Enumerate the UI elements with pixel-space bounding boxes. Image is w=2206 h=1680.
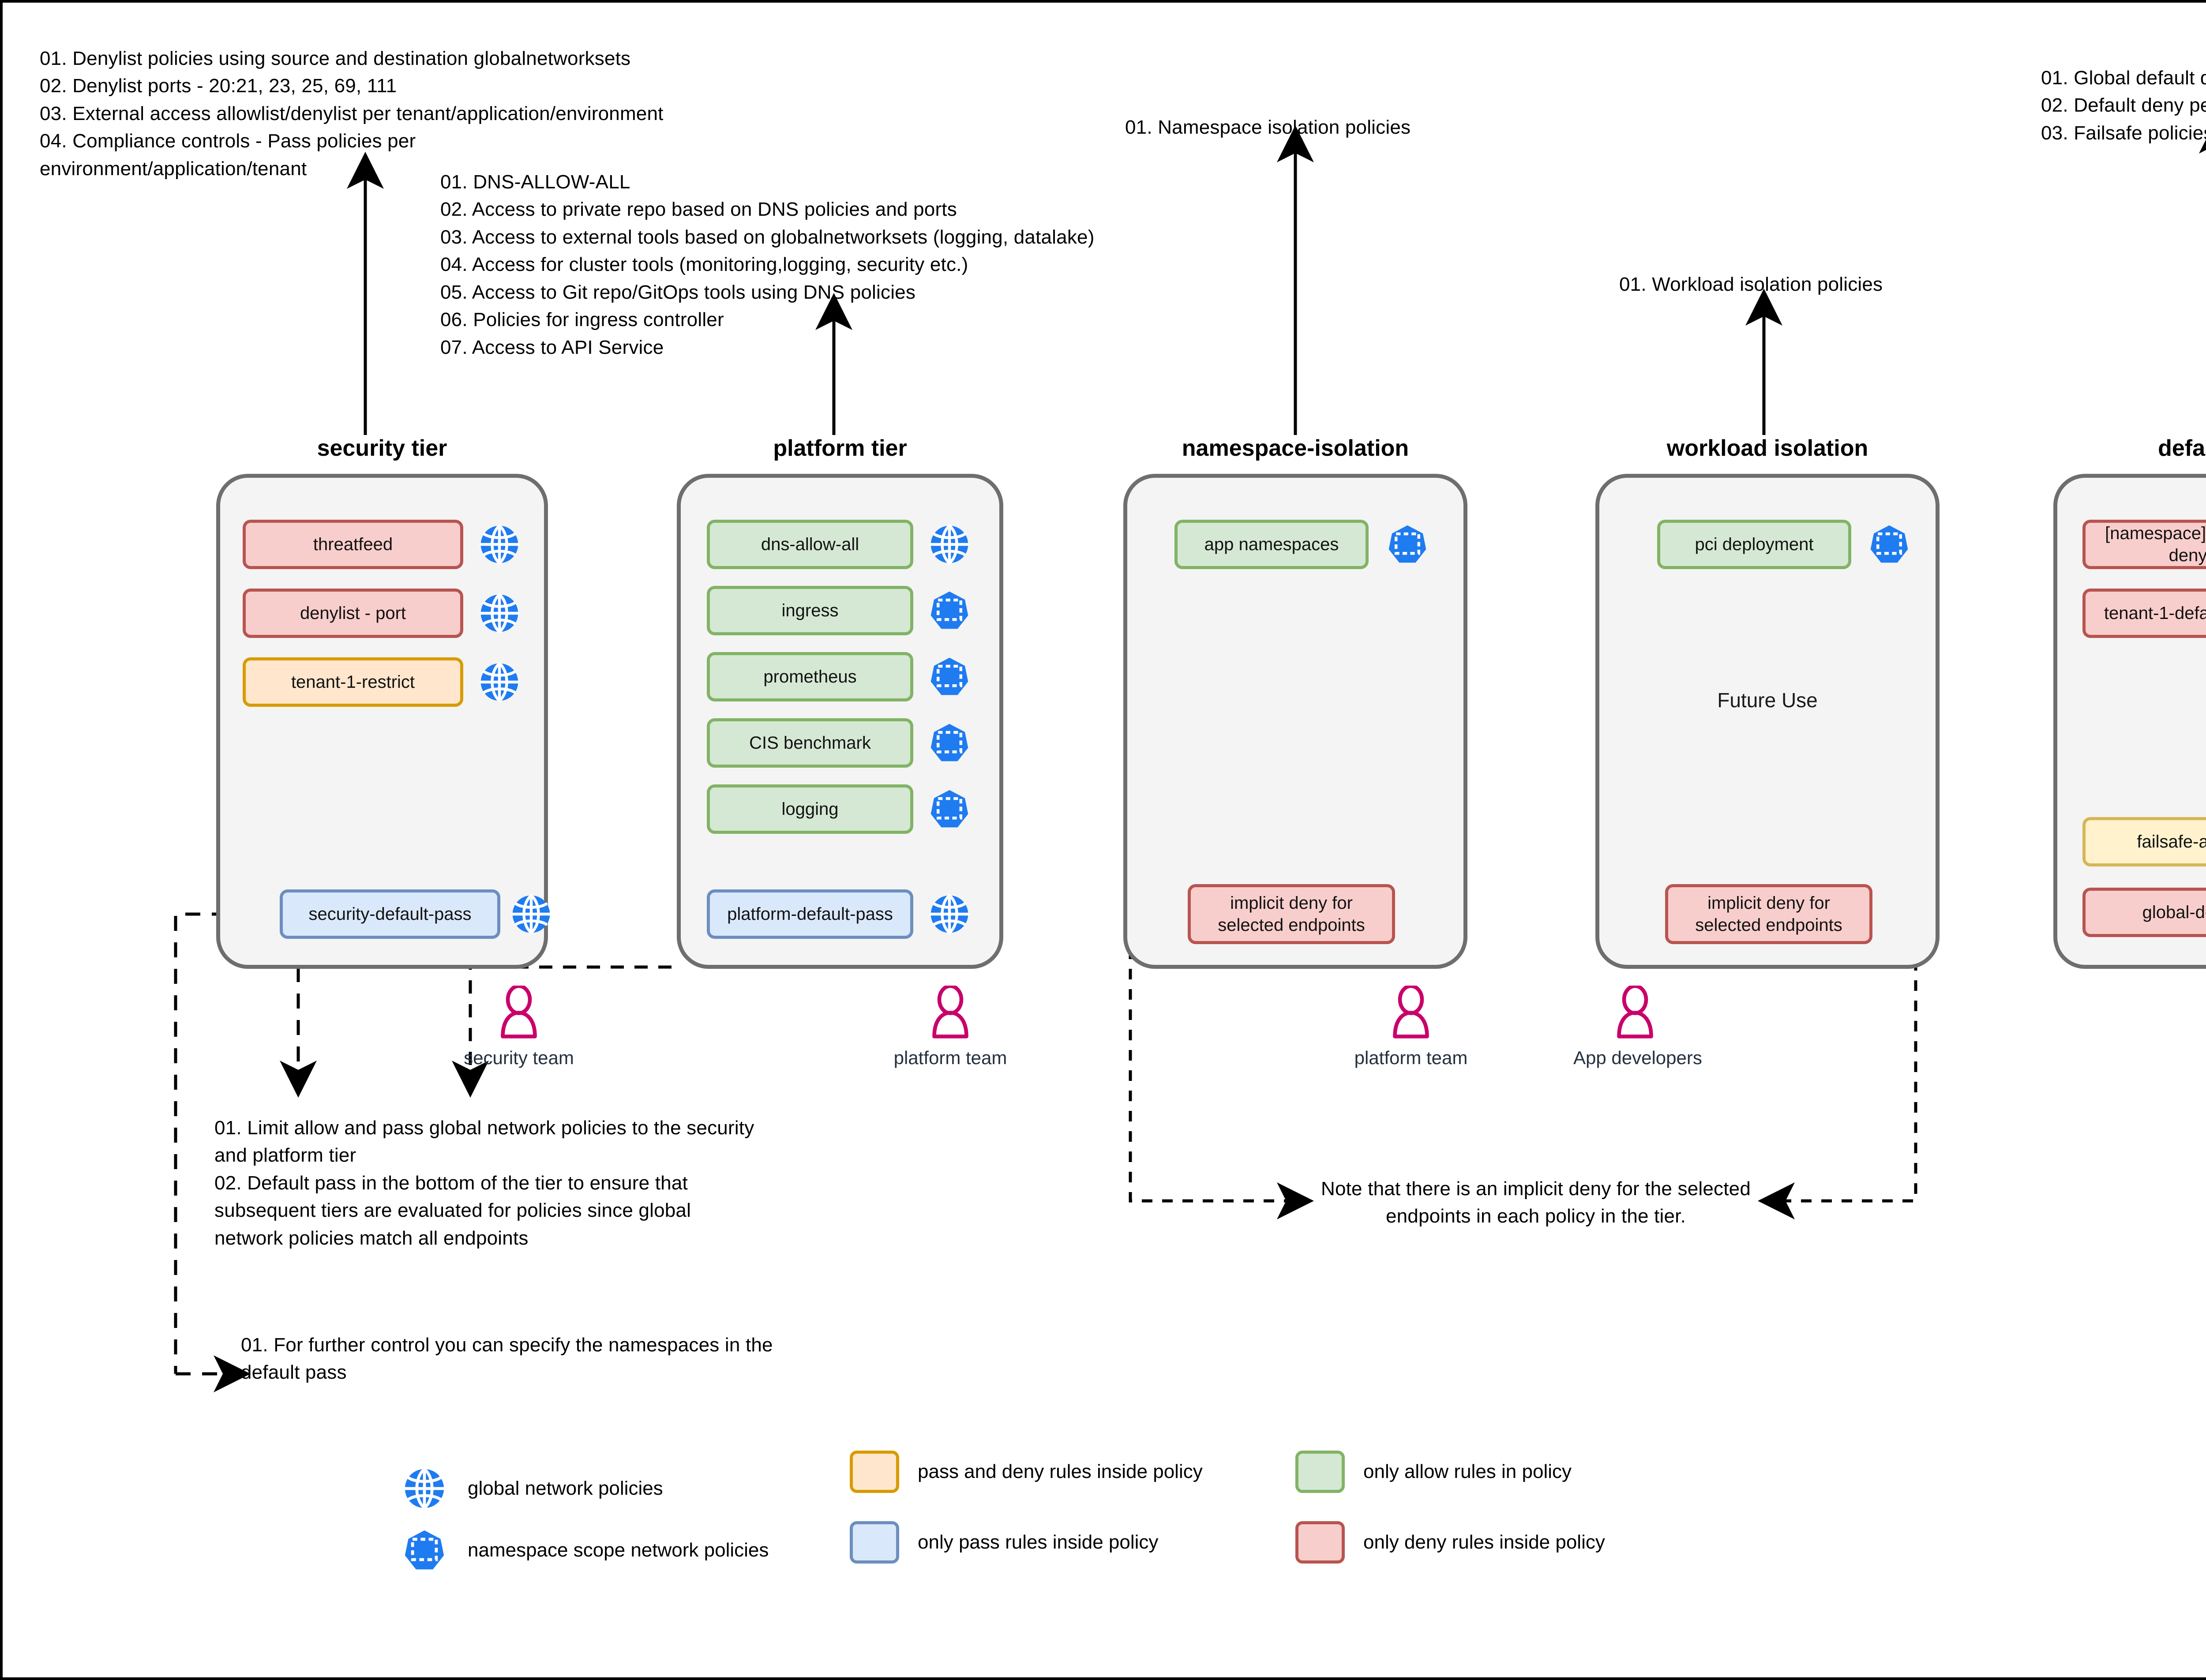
policy-platform-default-pass[interactable]: platform-default-pass	[707, 889, 913, 939]
legend-label: global network policies	[468, 1478, 663, 1499]
policy-dns-allow-all[interactable]: dns-allow-all	[707, 520, 913, 569]
global-network-policy-icon	[479, 593, 520, 634]
tier-security[interactable]: security tier threatfeed denylist - port…	[216, 435, 552, 969]
global-network-policy-icon	[929, 894, 970, 934]
person-icon	[1573, 984, 1697, 1043]
tier-namespace-isolation[interactable]: namespace-isolation app namespaces impli…	[1123, 435, 1467, 969]
global-network-policy-icon	[479, 662, 520, 702]
policy-security-default-pass[interactable]: security-default-pass	[280, 889, 500, 939]
global-network-policy-icon	[929, 524, 970, 565]
namespace-scope-policy-icon	[929, 656, 970, 697]
global-network-policy-icon	[400, 1467, 449, 1510]
actor-platform-team-namespace: platform team	[1349, 984, 1473, 1069]
tier-platform[interactable]: platform tier dns-allow-all ingress prom…	[677, 435, 1003, 969]
policy-ingress[interactable]: ingress	[707, 586, 913, 635]
namespace-scope-policy-icon	[400, 1529, 449, 1571]
tier-title-security: security tier	[317, 435, 447, 461]
security-tier-annotation: 01. Denylist policies using source and d…	[40, 48, 664, 180]
legend-swatch-deny	[1295, 1521, 1345, 1564]
legend-label: only allow rules in policy	[1363, 1461, 1572, 1482]
policy-global-deny[interactable]: global-deny	[2082, 888, 2206, 937]
workload-future-use-label: Future Use	[1717, 689, 1818, 712]
tier-workload-isolation[interactable]: workload isolation pci deployment Future…	[1595, 435, 1940, 969]
policy-pci-deployment[interactable]: pci deployment	[1657, 520, 1851, 569]
legend-swatch-allow	[1295, 1451, 1345, 1493]
legend-label: pass and deny rules inside policy	[918, 1461, 1203, 1482]
tier-default[interactable]: default tier [namespace]-default-deny te…	[2053, 435, 2206, 969]
legend-swatch-mixed	[850, 1451, 899, 1493]
actor-security-team: security team	[457, 984, 581, 1069]
legend-item-only-pass: only pass rules inside policy	[850, 1521, 1158, 1564]
policy-implicit-deny-namespace[interactable]: implicit deny for selected endpoints	[1188, 884, 1395, 944]
policy-tenant-1-restrict[interactable]: tenant-1-restrict	[243, 657, 463, 707]
implicit-deny-note: Note that there is an implicit deny for …	[1321, 1178, 1751, 1227]
policy-logging[interactable]: logging	[707, 784, 913, 834]
actor-label: security team	[464, 1047, 574, 1068]
legend-item-only-deny: only deny rules inside policy	[1295, 1521, 1605, 1564]
default-tier-annotation: 01. Global default deny 02. Default deny…	[2041, 67, 2206, 144]
platform-tier-annotation: 01. DNS-ALLOW-ALL 02. Access to private …	[440, 171, 1095, 358]
further-control-note: 01. For further control you can specify …	[241, 1334, 773, 1384]
actor-label: platform team	[1354, 1047, 1468, 1068]
legend-item-namespace-scope-policies: namespace scope network policies	[400, 1529, 769, 1571]
policy-implicit-deny-workload[interactable]: implicit deny for selected endpoints	[1665, 884, 1872, 944]
person-icon	[457, 984, 581, 1043]
actor-label: App developers	[1573, 1047, 1702, 1068]
tier-title-platform: platform tier	[773, 435, 907, 461]
actor-label: platform team	[893, 1047, 1007, 1068]
tier-title-workload-isolation: workload isolation	[1666, 435, 1868, 461]
namespace-scope-policy-icon	[1387, 524, 1428, 565]
actor-platform-team: platform team	[889, 984, 1012, 1069]
policy-tenant-1-default-deny[interactable]: tenant-1-default-deny	[2082, 589, 2206, 638]
legend-label: only deny rules inside policy	[1363, 1531, 1605, 1553]
policy-namespace-default-deny[interactable]: [namespace]-default-deny	[2082, 520, 2206, 569]
legend-item-only-allow: only allow rules in policy	[1295, 1451, 1572, 1493]
legend-item-pass-and-deny: pass and deny rules inside policy	[850, 1451, 1203, 1493]
legend-label: only pass rules inside policy	[918, 1531, 1159, 1553]
policy-cis-benchmark[interactable]: CIS benchmark	[707, 718, 913, 768]
policy-prometheus[interactable]: prometheus	[707, 652, 913, 701]
person-icon	[1349, 984, 1473, 1043]
namespace-scope-policy-icon	[929, 590, 970, 631]
policy-app-namespaces[interactable]: app namespaces	[1174, 520, 1369, 569]
legend-label: namespace scope network policies	[468, 1539, 769, 1561]
global-policy-note: 01. Limit allow and pass global network …	[214, 1117, 754, 1249]
actor-app-developers: App developers	[1573, 984, 1702, 1069]
workload-isolation-annotation: 01. Workload isolation policies	[1619, 274, 1883, 295]
person-icon	[889, 984, 1012, 1043]
namespace-scope-policy-icon	[929, 723, 970, 763]
legend-item-global-network-policies: global network policies	[400, 1467, 663, 1510]
global-network-policy-icon	[479, 524, 520, 565]
namespace-scope-policy-icon	[929, 789, 970, 829]
tier-title-default: default tier	[2158, 435, 2206, 461]
policy-failsafe-allow[interactable]: failsafe-allow	[2082, 817, 2206, 866]
tier-title-namespace-isolation: namespace-isolation	[1182, 435, 1409, 461]
policy-threatfeed[interactable]: threatfeed	[243, 520, 463, 569]
namespace-isolation-annotation: 01. Namespace isolation policies	[1125, 116, 1411, 138]
policy-denylist-port[interactable]: denylist - port	[243, 589, 463, 638]
legend-swatch-pass	[850, 1521, 899, 1564]
global-network-policy-icon	[511, 894, 552, 934]
namespace-scope-policy-icon	[1869, 524, 1910, 565]
